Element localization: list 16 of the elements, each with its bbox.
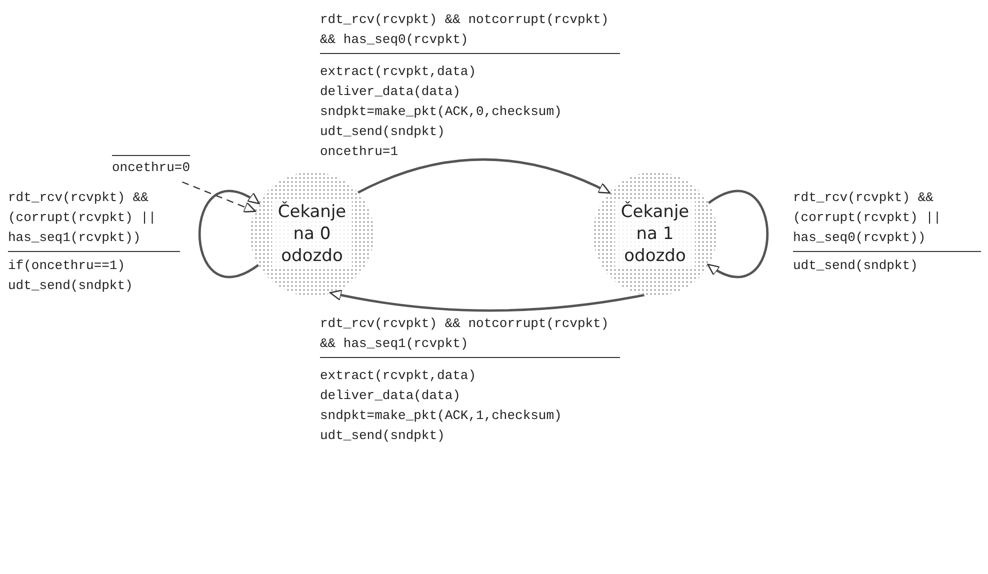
transition-actions: extract(rcvpkt,data) deliver_data(data) sndpkt=make_pkt(ACK,1,checksum) udt_send(sndpkt) [320, 367, 563, 445]
state-circle: Čekanje na 0 odozdo [250, 172, 374, 296]
dashed-arrow [182, 181, 256, 213]
state-circle: Čekanje na 1 odozdo [593, 172, 717, 296]
transition-actions: extract(rcvpkt,data) deliver_data(data) sndpkt=make_pkt(ACK,0,checksum) udt_send(sndpkt) oncethru=1 [320, 63, 563, 161]
transition-condition: rdt_rcv(rcvpkt) && notcorrupt(rcvpkt) && has_seq1(rcvpkt) [320, 314, 620, 358]
transition-arrow [198, 190, 260, 278]
transition-condition: rdt_rcv(rcvpkt) && (corrupt(rcvpkt) || has_seq0(rcvpkt)) [793, 188, 981, 252]
transition-condition: rdt_rcv(rcvpkt) && notcorrupt(rcvpkt) && has_seq0(rcvpkt) [320, 10, 620, 54]
transition-actions: udt_send(sndpkt) [793, 257, 919, 275]
transition-condition: rdt_rcv(rcvpkt) && (corrupt(rcvpkt) || has_seq1(rcvpkt)) [8, 188, 180, 252]
transition-arrow [330, 289, 644, 312]
transition-arrow [358, 158, 610, 194]
transition-arrow [707, 190, 769, 278]
initial-action: oncethru=0 [112, 155, 190, 178]
transition-actions: if(oncethru==1) udt_send(sndpkt) [8, 257, 134, 295]
